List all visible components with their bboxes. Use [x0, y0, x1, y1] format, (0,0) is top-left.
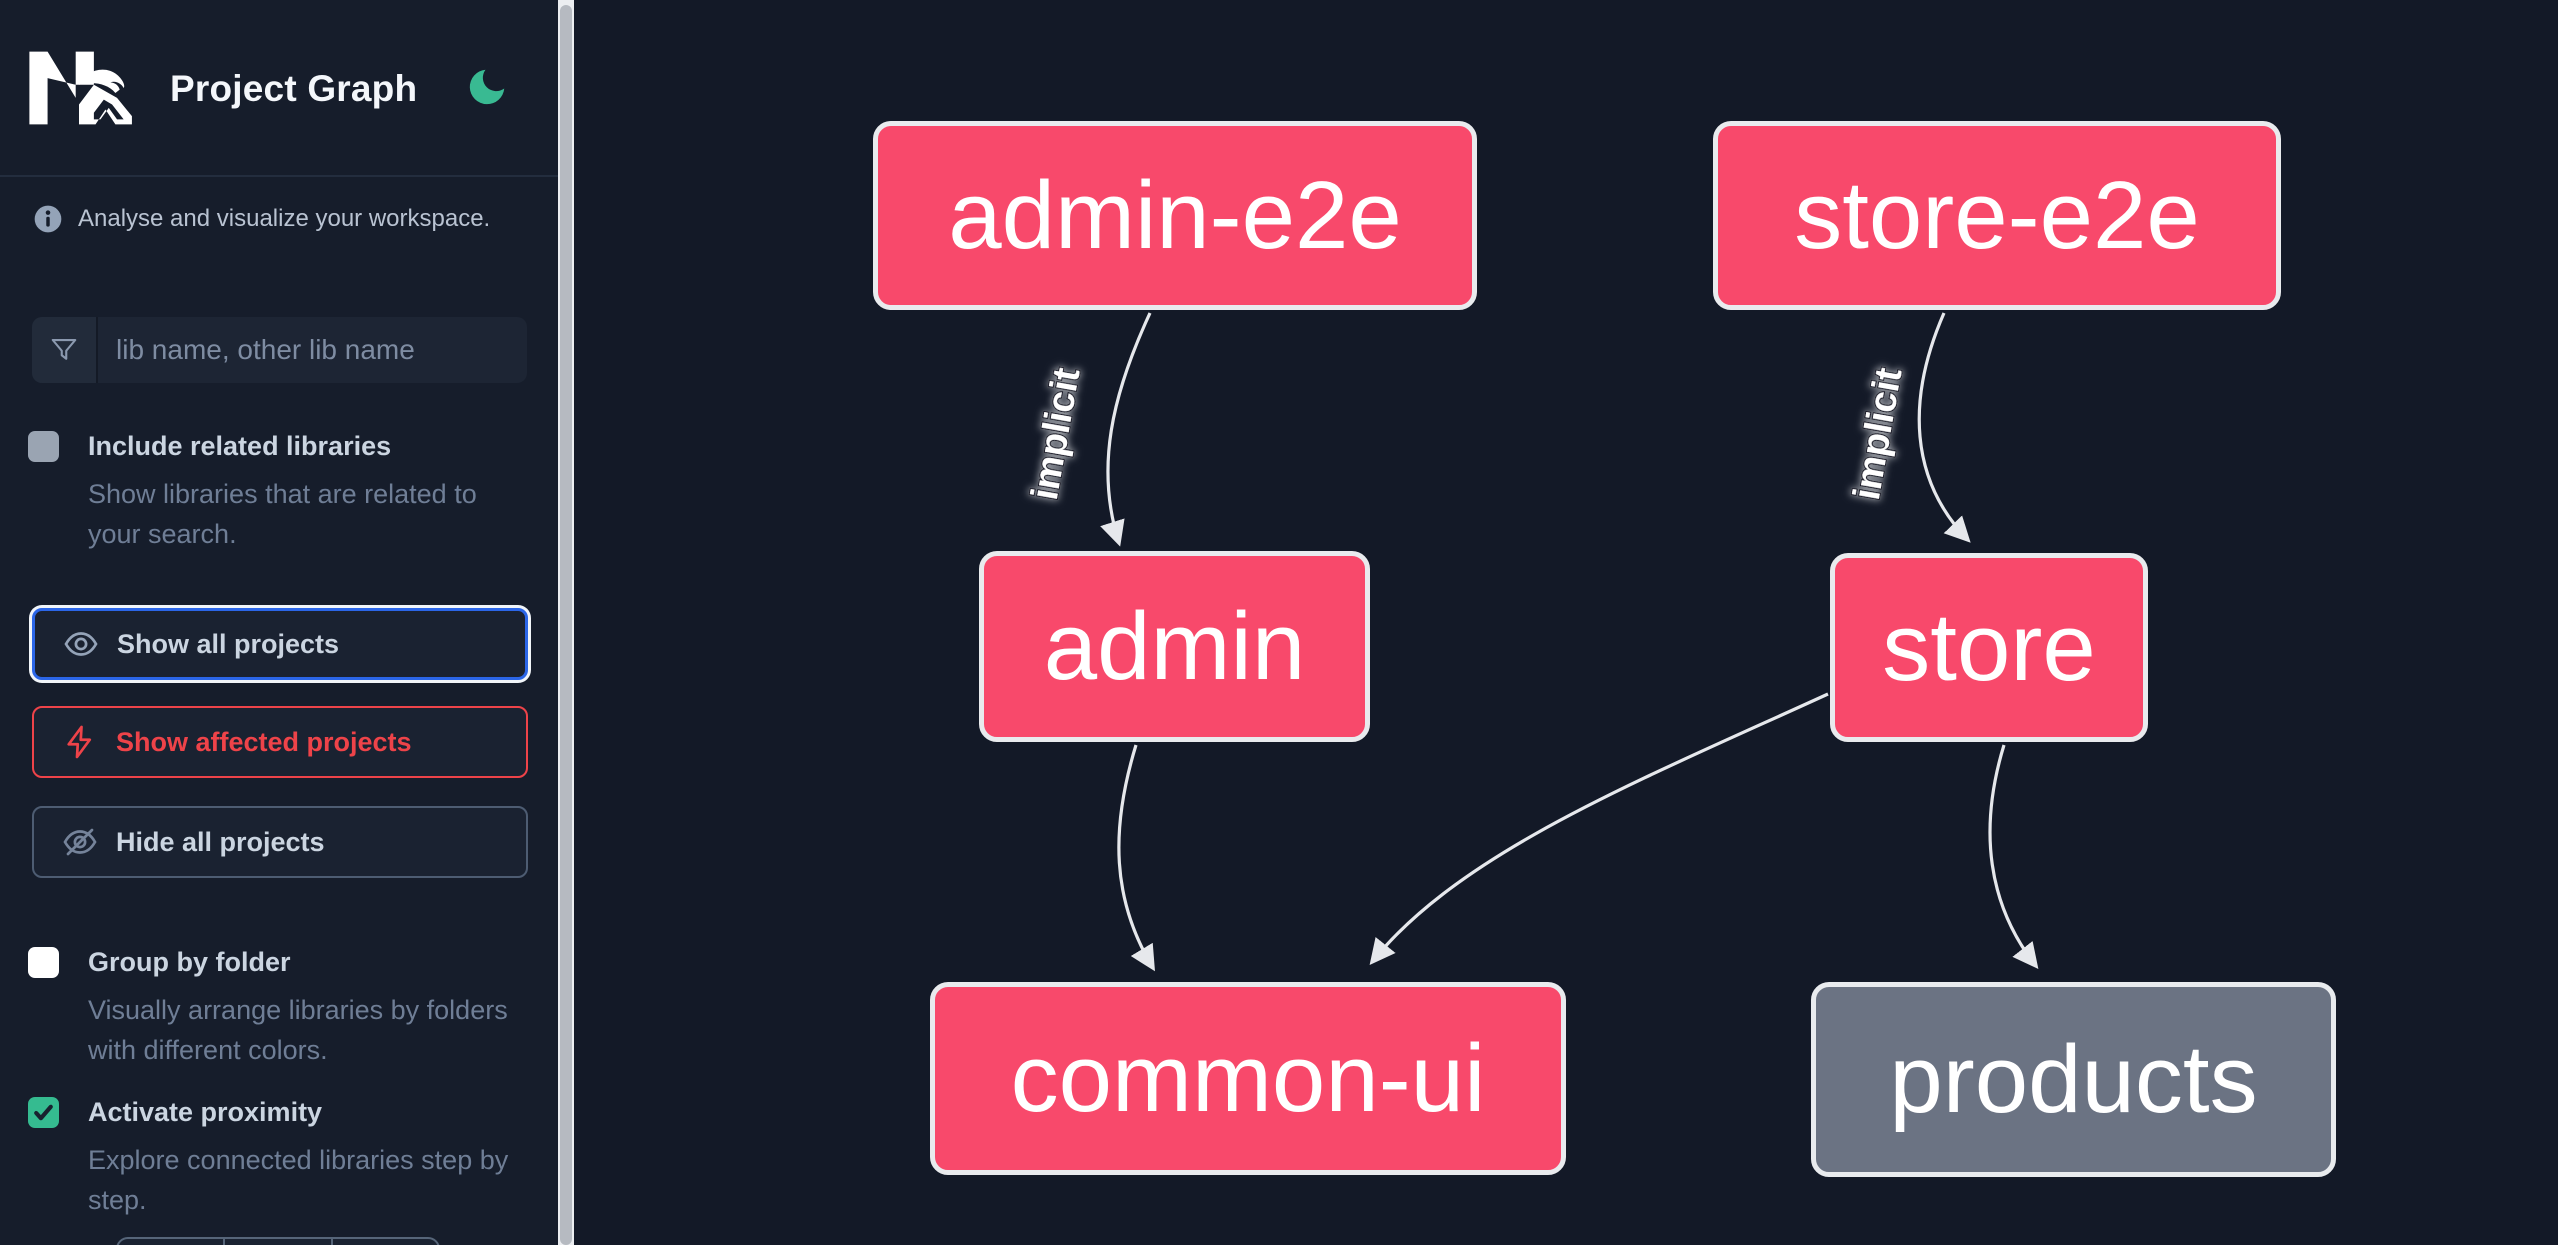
sidebar-scrollbar[interactable] [558, 0, 574, 1245]
workspace-info: Analyse and visualize your workspace. [32, 203, 490, 235]
nx-logo [26, 36, 132, 140]
group-by-folder-toggle: Group by folder Visually arrange librari… [28, 947, 528, 1070]
graph-edge-store-products [1988, 744, 2039, 970]
eye-off-icon [63, 828, 97, 856]
graph-node-admin-e2e[interactable]: admin-e2e [873, 121, 1477, 310]
page-title: Project Graph [170, 68, 418, 109]
hide-all-projects-button[interactable]: Hide all projects [32, 806, 528, 878]
info-text: Analyse and visualize your workspace. [78, 205, 491, 232]
show-affected-projects-button[interactable]: Show affected projects [32, 706, 528, 778]
nx-logo-icon [29, 51, 132, 125]
graph-edge-store-e2e-store [1917, 312, 1971, 543]
filter-icon-cell [32, 317, 98, 383]
graph-edge-admin-e2e-admin [1100, 312, 1152, 547]
activate-proximity-description: Explore connected libraries step by step… [88, 1145, 509, 1215]
activate-proximity-label: Activate proximity [88, 1097, 323, 1127]
show-all-projects-button[interactable]: Show all projects [32, 608, 528, 680]
search-input[interactable] [98, 317, 527, 383]
include-related-toggle: Include related libraries Show libraries… [28, 431, 528, 554]
funnel-icon [51, 338, 77, 360]
graph-node-store-e2e[interactable]: store-e2e [1713, 121, 2281, 310]
include-related-description: Show libraries that are related to your … [88, 479, 477, 549]
check-icon [34, 1104, 53, 1121]
bolt-icon [67, 725, 92, 759]
eye-icon [64, 632, 98, 656]
edge-label-store-e2e-store: implicit [1846, 364, 1911, 503]
proximity-increment[interactable] [330, 1239, 438, 1245]
sidebar: Project Graph Analyse and visualize your… [0, 0, 558, 1245]
show-all-projects-label: Show all projects [117, 628, 340, 659]
include-related-checkbox[interactable] [28, 431, 59, 462]
graph-edge-store-common-ui [1369, 692, 1829, 965]
proximity-value [223, 1239, 330, 1245]
edge-label-admin-e2e-admin: implicit [1024, 364, 1089, 503]
group-by-folder-description: Visually arrange libraries by folders wi… [88, 995, 508, 1065]
graph-node-common-ui[interactable]: common-ui [930, 982, 1566, 1175]
moon-icon [469, 69, 505, 105]
graph-node-products[interactable]: products [1811, 982, 2336, 1177]
header-divider [0, 175, 558, 177]
hide-all-projects-label: Hide all projects [116, 826, 325, 857]
activate-proximity-checkbox[interactable] [28, 1097, 59, 1128]
graph-node-admin[interactable]: admin [979, 551, 1370, 742]
include-related-label: Include related libraries [88, 431, 392, 461]
scrollbar-thumb[interactable] [560, 5, 572, 1245]
graph-canvas[interactable]: implicit implicit admin-e2e store-e2e admin… [574, 0, 2558, 1245]
graph-edge-admin-common-ui [1117, 744, 1155, 972]
dark-mode-toggle[interactable] [464, 64, 510, 110]
info-icon [34, 205, 62, 233]
filter-searchbox [32, 317, 527, 383]
sidebar-header: Project Graph [0, 0, 558, 177]
graph-node-store[interactable]: store [1830, 553, 2148, 742]
group-by-folder-label: Group by folder [88, 947, 291, 977]
show-affected-projects-label: Show affected projects [116, 726, 412, 757]
group-by-folder-checkbox[interactable] [28, 947, 59, 978]
activate-proximity-toggle: Activate proximity Explore connected lib… [28, 1097, 528, 1220]
